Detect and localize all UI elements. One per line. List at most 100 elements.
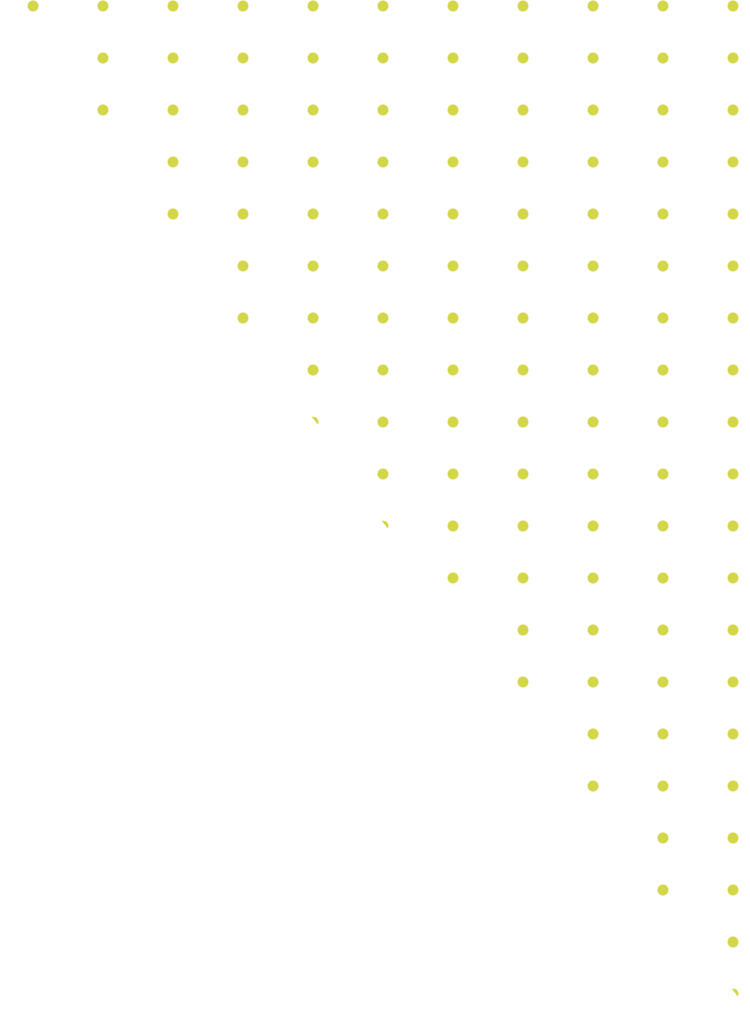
- pattern-dot: [307, 52, 319, 64]
- pattern-dot: [167, 52, 179, 64]
- pattern-dot: [447, 572, 459, 584]
- pattern-dot: [447, 468, 459, 480]
- pattern-dot: [307, 364, 319, 376]
- pattern-dot: [587, 728, 599, 740]
- partial-dot: [311, 416, 319, 425]
- pattern-dot: [237, 260, 249, 272]
- pattern-dot: [307, 260, 319, 272]
- pattern-dot: [657, 676, 669, 688]
- pattern-dot: [587, 520, 599, 532]
- pattern-dot: [517, 0, 529, 12]
- pattern-dot: [657, 468, 669, 480]
- pattern-dot: [517, 156, 529, 168]
- pattern-dot: [237, 312, 249, 324]
- pattern-dot: [727, 260, 739, 272]
- pattern-dot: [307, 104, 319, 116]
- pattern-dot: [587, 416, 599, 428]
- pattern-dot: [307, 312, 319, 324]
- pattern-dot: [657, 416, 669, 428]
- pattern-dot: [587, 624, 599, 636]
- pattern-dot: [447, 52, 459, 64]
- pattern-dot: [517, 312, 529, 324]
- pattern-dot: [307, 0, 319, 12]
- pattern-dot: [517, 208, 529, 220]
- pattern-dot: [517, 260, 529, 272]
- pattern-dot: [517, 572, 529, 584]
- pattern-dot: [727, 468, 739, 480]
- pattern-dot: [587, 312, 599, 324]
- pattern-dot: [727, 936, 739, 948]
- pattern-dot: [727, 52, 739, 64]
- pattern-dot: [447, 208, 459, 220]
- pattern-dot: [657, 780, 669, 792]
- pattern-dot: [657, 572, 669, 584]
- pattern-dot: [377, 52, 389, 64]
- pattern-dot: [237, 104, 249, 116]
- pattern-dot: [727, 520, 739, 532]
- pattern-dot: [97, 0, 109, 12]
- pattern-dot: [727, 416, 739, 428]
- pattern-dot: [517, 364, 529, 376]
- pattern-dot: [657, 832, 669, 844]
- pattern-dot: [167, 104, 179, 116]
- pattern-dot: [377, 364, 389, 376]
- pattern-dot: [237, 0, 249, 12]
- pattern-dot: [657, 156, 669, 168]
- partial-dot: [381, 520, 389, 529]
- pattern-dot: [587, 676, 599, 688]
- pattern-dot: [237, 208, 249, 220]
- pattern-dot: [657, 312, 669, 324]
- pattern-dot: [167, 0, 179, 12]
- pattern-dot: [377, 0, 389, 12]
- pattern-dot: [587, 468, 599, 480]
- pattern-dot: [377, 260, 389, 272]
- pattern-dot: [727, 884, 739, 896]
- pattern-dot: [587, 780, 599, 792]
- pattern-dot: [447, 260, 459, 272]
- pattern-dot: [727, 364, 739, 376]
- pattern-dot: [727, 624, 739, 636]
- pattern-dot: [307, 156, 319, 168]
- pattern-dot: [447, 156, 459, 168]
- pattern-dot: [727, 0, 739, 12]
- pattern-dot: [657, 0, 669, 12]
- pattern-dot: [377, 416, 389, 428]
- pattern-dot: [657, 52, 669, 64]
- pattern-dot: [657, 260, 669, 272]
- pattern-dot: [447, 364, 459, 376]
- pattern-dot: [377, 312, 389, 324]
- pattern-dot: [97, 52, 109, 64]
- pattern-dot: [727, 208, 739, 220]
- pattern-dot: [657, 364, 669, 376]
- pattern-dot: [727, 728, 739, 740]
- pattern-dot: [727, 780, 739, 792]
- pattern-dot: [517, 52, 529, 64]
- pattern-dot: [587, 364, 599, 376]
- pattern-dot: [727, 832, 739, 844]
- pattern-dot: [517, 676, 529, 688]
- pattern-dot: [517, 624, 529, 636]
- pattern-dot: [657, 520, 669, 532]
- pattern-dot: [587, 0, 599, 12]
- pattern-dot: [377, 156, 389, 168]
- pattern-dot: [517, 416, 529, 428]
- pattern-dot: [587, 260, 599, 272]
- pattern-dot: [97, 104, 109, 116]
- pattern-dot: [167, 156, 179, 168]
- pattern-dot: [517, 104, 529, 116]
- pattern-dot: [377, 104, 389, 116]
- pattern-dot: [307, 208, 319, 220]
- pattern-dot: [657, 728, 669, 740]
- pattern-dot: [657, 884, 669, 896]
- pattern-dot: [447, 416, 459, 428]
- pattern-dot: [727, 104, 739, 116]
- pattern-dot: [657, 208, 669, 220]
- pattern-dot: [237, 52, 249, 64]
- pattern-dot: [587, 208, 599, 220]
- partial-dot: [731, 988, 739, 997]
- pattern-dot: [377, 208, 389, 220]
- pattern-dot: [27, 0, 39, 12]
- pattern-dot: [517, 520, 529, 532]
- pattern-dot: [447, 104, 459, 116]
